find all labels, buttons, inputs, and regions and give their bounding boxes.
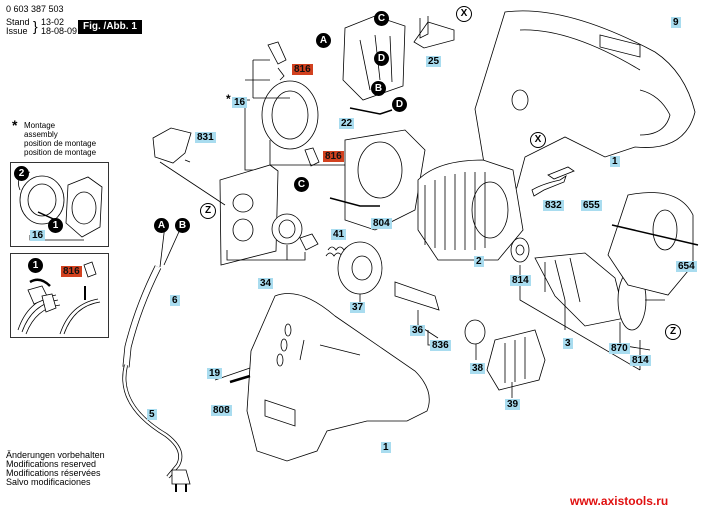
note-assembly: assembly	[24, 130, 58, 139]
marker-d-top: D	[374, 51, 389, 66]
part-label-808: 808	[211, 405, 232, 416]
website-link[interactable]: www.axistools.ru	[570, 494, 669, 508]
part-label-831: 831	[195, 132, 216, 143]
part-label-1-bottom: 1	[381, 442, 391, 453]
part-label-655: 655	[581, 200, 602, 211]
stand-label: Stand	[6, 17, 30, 27]
inset1-holder	[65, 176, 103, 238]
marker-c-top: C	[374, 11, 389, 26]
part-label-34: 34	[258, 278, 274, 289]
part-label-9: 9	[671, 17, 681, 28]
part-label-19: 19	[207, 368, 223, 379]
marker-z-plate: Z	[200, 203, 216, 219]
footer-line-es: Salvo modificaciones	[6, 477, 91, 487]
part-label-5: 5	[147, 409, 157, 420]
part-label-654: 654	[676, 261, 697, 272]
footer-line-fr: Modifications réservées	[6, 468, 101, 478]
marker-d-mid: D	[392, 97, 407, 112]
stand-value: 13-02	[41, 17, 65, 27]
part-label-41: 41	[331, 229, 347, 240]
part-label-816-top: 816	[292, 64, 313, 75]
marker-b-mid: B	[371, 81, 386, 96]
part-label-6: 6	[170, 295, 180, 306]
part-label-2: 2	[474, 256, 484, 267]
footer-line-en: Modifications reserved	[6, 459, 97, 469]
part-label-1-top: 1	[610, 156, 620, 167]
marker-b-cord: B	[175, 218, 190, 233]
part-label-16-inset: 16	[30, 230, 46, 241]
part-label-38: 38	[470, 363, 486, 374]
inset1-ring	[17, 171, 65, 225]
part-label-816-mid: 816	[323, 151, 344, 162]
inset2-art	[17, 261, 101, 335]
marker-x-housing: X	[530, 132, 546, 148]
step-1-marker-inset1: 1	[48, 218, 63, 233]
part-label-870: 870	[609, 343, 630, 354]
issue-label: Issue	[6, 26, 28, 36]
marker-c-lower: C	[294, 177, 309, 192]
marker-a-top: A	[316, 33, 331, 48]
part-label-816-inset: 816	[61, 266, 82, 277]
part-label-814-right: 814	[630, 355, 651, 366]
step-1-marker-inset2: 1	[28, 258, 43, 273]
step-2-marker: 2	[14, 166, 29, 181]
part-label-16-main: 16	[232, 97, 248, 108]
part-label-832: 832	[543, 200, 564, 211]
marker-z-armature: Z	[665, 324, 681, 340]
marker-x-top: X	[456, 6, 472, 22]
note-position-es: position de montage	[24, 148, 97, 157]
part-label-36: 36	[410, 325, 426, 336]
marker-a-cord: A	[154, 218, 169, 233]
part-label-836: 836	[430, 340, 451, 351]
part-label-3: 3	[563, 338, 573, 349]
figure-badge: Fig. /Abb. 1	[78, 20, 142, 34]
issue-value: 18-08-09	[41, 26, 78, 36]
part-label-22: 22	[339, 118, 355, 129]
brace: }	[33, 18, 38, 34]
part-label-39: 39	[505, 399, 521, 410]
part-label-804: 804	[371, 218, 392, 229]
note-position-fr: position de montage	[24, 139, 97, 148]
footer-line-de: Änderungen vorbehalten	[6, 450, 105, 460]
part-number: 0 603 387 503	[6, 4, 64, 14]
note-montage: Montage	[24, 121, 56, 130]
part-label-814-left: 814	[510, 275, 531, 286]
asterisk-icon: *	[12, 117, 18, 133]
asterisk-16-icon: *	[226, 92, 231, 106]
part-label-25: 25	[426, 56, 442, 67]
part-label-37: 37	[350, 302, 366, 313]
